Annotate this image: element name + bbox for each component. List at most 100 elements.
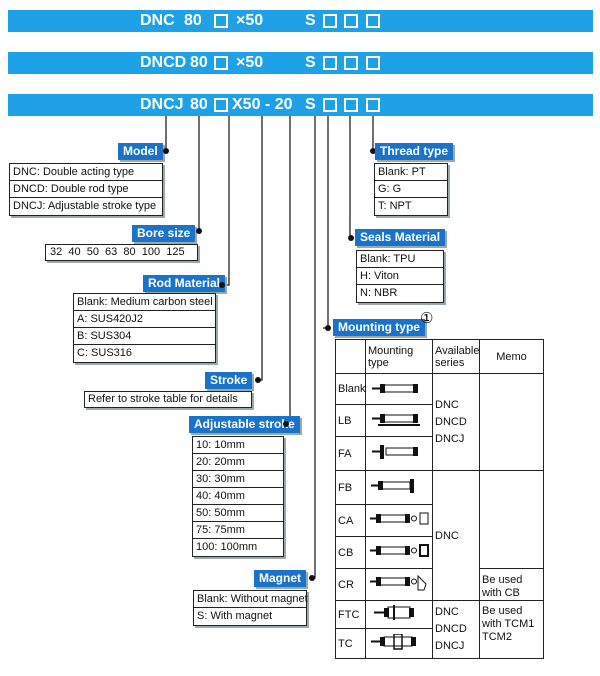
code-slot-rod [214, 14, 228, 28]
magnet-dot [309, 575, 315, 581]
code-slot-seals [344, 98, 358, 112]
rod-item: A: SUS420J2 [74, 311, 215, 328]
code-bore: 80 [190, 54, 208, 71]
mounting-img-ca [365, 504, 433, 537]
connector-seals [349, 116, 354, 239]
series-group-a: DNC DNCD DNCJ [432, 373, 480, 471]
mounting-img-fb [365, 470, 433, 505]
mounting-code: FA [335, 436, 366, 471]
series-item: DNCJ [435, 640, 465, 652]
mounting-dot [325, 325, 331, 331]
adjustable-label: Adjustable stroke [189, 416, 300, 433]
connector-adjustable [286, 116, 291, 425]
mounting-code: Blank [335, 373, 366, 405]
connector-stroke [258, 116, 263, 381]
stroke-box: Refer to stroke table for details [84, 391, 252, 408]
mounting-code: TC [335, 628, 366, 659]
memo-empty [479, 373, 544, 471]
bore-label: Bore size [132, 225, 196, 242]
mounting-code: LB [335, 404, 366, 437]
series-item: DNCD [435, 415, 467, 428]
memo-line: with TCM1 [482, 618, 535, 630]
bore-box: 32 40 50 63 80 100 125 [45, 244, 198, 261]
mounting-marker: ① [420, 310, 434, 327]
memo-empty [479, 470, 544, 569]
seals-item: H: Viton [357, 268, 443, 285]
seals-dot [348, 235, 354, 241]
mounting-img-fa [365, 436, 433, 471]
thread-label: Thread type [375, 143, 454, 160]
mounting-img-cb [365, 536, 433, 569]
mounting-img-lb [365, 404, 433, 437]
thread-box: Blank: PT G: G T: NPT [374, 163, 448, 216]
series-group-b: DNC [432, 470, 480, 601]
mounting-table: Mounting type Available series Memo Blan… [335, 339, 544, 659]
code-slot-rod [214, 56, 228, 70]
cylinder-trunnion-front-icon [374, 605, 414, 620]
mounting-th-series: Available series [432, 339, 480, 374]
code-slot-thread [366, 14, 380, 28]
code-magnet: S [305, 96, 316, 113]
cylinder-clevis-icon [370, 512, 429, 525]
model-item: DNCJ: Adjustable stroke type [13, 200, 157, 212]
code-slot-thread [366, 98, 380, 112]
mounting-img-tc [365, 628, 433, 659]
code-prefix-dncj: DNCJ [140, 96, 184, 113]
model-dot [163, 148, 169, 154]
series-group-c: DNC DNCD DNCJ [432, 600, 480, 659]
code-slot-thread [366, 56, 380, 70]
adjustable-dot [283, 421, 289, 427]
cylinder-rear-flange-icon [371, 479, 414, 493]
magnet-item: Blank: Without magnet [194, 591, 308, 608]
cylinder-front-flange-icon [372, 445, 418, 459]
thread-item: G: G [375, 181, 447, 198]
connector-magnet [312, 116, 316, 579]
memo-line: Be used [482, 574, 523, 586]
cylinder-blank-icon [372, 383, 418, 393]
series-item: DNCJ [435, 432, 465, 445]
rod-label: Rod Material [143, 275, 226, 292]
code-bore: 80 [184, 12, 202, 29]
code-stroke: ×50 [236, 12, 264, 29]
mounting-img-cr [365, 568, 433, 601]
code-magnet: S [305, 54, 316, 71]
code-slot-seals [344, 14, 358, 28]
code-band-dncd [8, 52, 593, 74]
memo-ftc: Be used with TCM1 TCM2 [479, 600, 544, 659]
code-slot-seals [344, 56, 358, 70]
model-label: Model [118, 143, 163, 160]
mounting-img-ftc [365, 600, 433, 629]
thread-item: Blank: PT [375, 164, 447, 181]
memo-line: Be used [482, 605, 523, 617]
code-stroke: X50 - 20 [232, 96, 293, 113]
seals-label: Seals Material [355, 229, 446, 246]
rod-item: C: SUS316 [77, 347, 133, 359]
cylinder-foot-icon [372, 414, 420, 426]
connector-rod [222, 116, 230, 286]
adjustable-item: 100: 100mm [196, 541, 258, 553]
model-item: DNC: Double acting type [10, 164, 162, 181]
model-box: DNC: Double acting type DNCD: Double rod… [9, 163, 163, 216]
mounting-code: CB [335, 536, 366, 569]
adjustable-item: 30: 30mm [193, 471, 283, 488]
memo-cr: Be used with CB [479, 568, 544, 601]
code-bore: 80 [190, 96, 208, 113]
adjustable-item: 75: 75mm [193, 522, 283, 539]
code-slot-rod [214, 98, 228, 112]
mounting-img-blank [365, 373, 433, 405]
thread-item: T: NPT [378, 200, 412, 212]
code-slot-mounting [323, 56, 337, 70]
rod-item: Blank: Medium carbon steel [74, 294, 215, 311]
seals-item: N: NBR [360, 287, 398, 299]
rod-box: Blank: Medium carbon steel A: SUS420J2 B… [73, 293, 216, 363]
stroke-label: Stroke [205, 372, 253, 389]
magnet-item: S: With magnet [197, 610, 273, 622]
rod-dot [219, 282, 225, 288]
series-item: DNCD [435, 623, 467, 635]
code-band-dnc [8, 10, 593, 32]
stroke-dot [255, 377, 261, 383]
code-prefix-dncd: DNCD [140, 54, 187, 71]
series-item: DNC [435, 398, 459, 411]
mounting-code: CA [335, 504, 366, 537]
seals-item: Blank: TPU [357, 251, 443, 268]
